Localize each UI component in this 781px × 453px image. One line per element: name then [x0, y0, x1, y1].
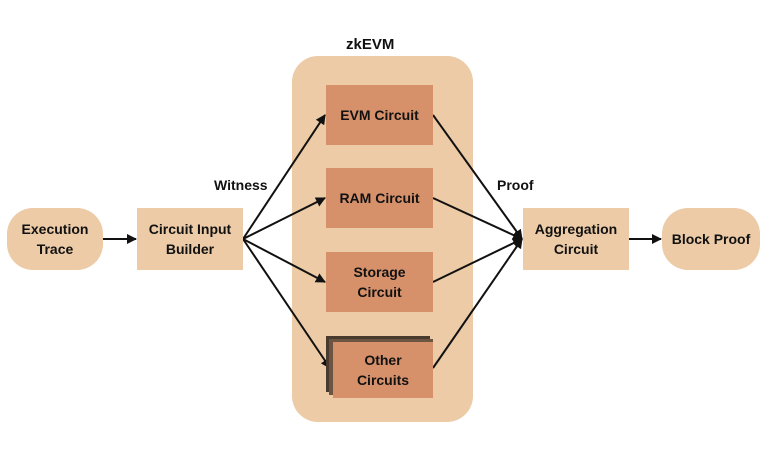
aggregation-circuit-label: Aggregation Circuit	[534, 221, 618, 257]
arrow-builder-to-storage	[242, 238, 326, 283]
evm-circuit-node: EVM Circuit	[326, 85, 433, 145]
arrow-evm-to-aggregation	[432, 114, 523, 240]
arrow-ram-to-aggregation	[432, 197, 523, 240]
arrow-other-to-aggregation	[432, 238, 523, 369]
ram-circuit-node: RAM Circuit	[326, 168, 433, 228]
arrow-builder-to-ram	[242, 197, 326, 240]
arrow-storage-to-aggregation	[432, 238, 523, 283]
arrow-builder-to-evm	[242, 114, 326, 240]
execution-trace-node: Execution Trace	[7, 208, 103, 270]
evm-circuit-label: EVM Circuit	[340, 107, 419, 123]
circuit-input-builder-node: Circuit Input Builder	[137, 208, 243, 270]
storage-circuit-label: Storage Circuit	[353, 264, 406, 300]
witness-label: Witness	[214, 177, 268, 193]
block-proof-label: Block Proof	[671, 231, 751, 247]
block-proof-node: Block Proof	[662, 208, 760, 270]
ram-circuit-label: RAM Circuit	[339, 190, 420, 206]
arrow-builder-to-other	[242, 238, 331, 369]
storage-circuit-node: Storage Circuit	[326, 252, 433, 312]
execution-trace-label: Execution Trace	[21, 221, 89, 257]
circuit-input-builder-label: Circuit Input Builder	[148, 221, 232, 257]
other-circuits-node: Other Circuits	[333, 342, 433, 398]
proof-label: Proof	[497, 177, 534, 193]
other-circuits-label: Other Circuits	[356, 352, 410, 388]
aggregation-circuit-node: Aggregation Circuit	[523, 208, 629, 270]
zkevm-title: zkEVM	[346, 36, 395, 53]
